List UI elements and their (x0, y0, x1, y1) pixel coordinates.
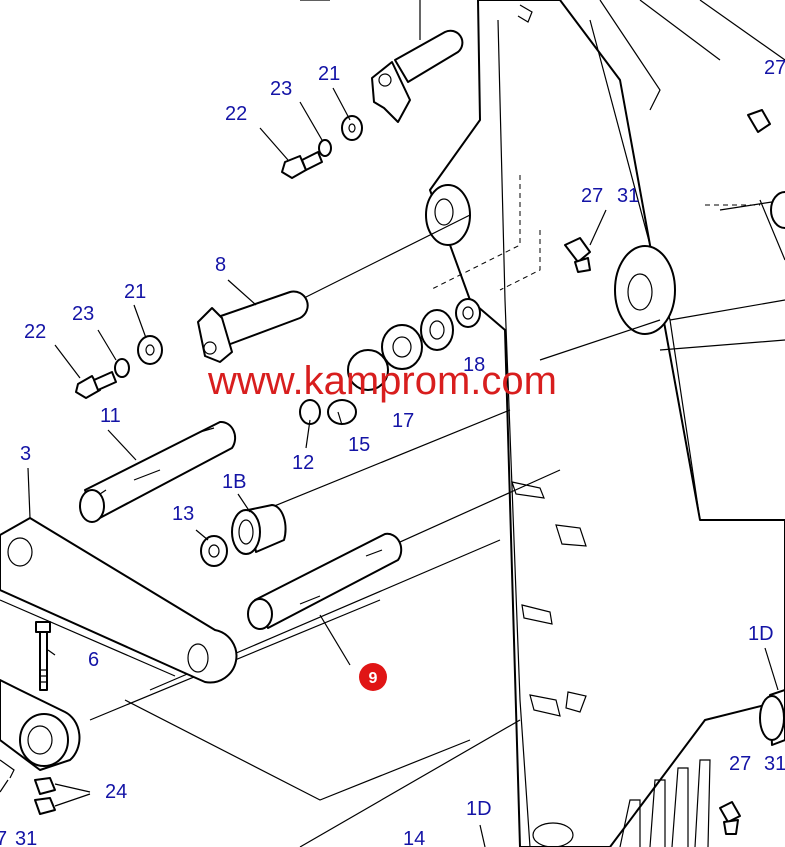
spacer-stack (299, 298, 481, 425)
label-23-middle: 23 (72, 303, 94, 325)
label-18: 18 (463, 354, 485, 376)
label-17: 17 (392, 410, 414, 432)
label-1d-bottom: 1D (466, 798, 492, 820)
label-31-bottom-left: 31 (15, 828, 37, 847)
link-arm-lower (0, 679, 81, 771)
bushing-1b (200, 504, 287, 567)
label-1d-right: 1D (748, 623, 774, 645)
label-22-middle: 22 (24, 321, 46, 343)
label-21-upper: 21 (318, 63, 340, 85)
grease-fittings (564, 109, 771, 835)
bolt-6 (35, 621, 51, 691)
label-31-boom: 31 (617, 185, 639, 207)
label-27-top-right: 27 (764, 57, 785, 79)
badge-label: 9 (369, 670, 378, 687)
label-12: 12 (292, 452, 314, 474)
label-3: 3 (20, 443, 31, 465)
nuts-24 (0, 759, 56, 815)
callout-labels: 27 21 23 22 27 31 8 21 23 22 18 11 17 15… (0, 57, 785, 847)
label-27-boom: 27 (581, 185, 603, 207)
label-13: 13 (172, 503, 194, 525)
label-11: 11 (100, 405, 121, 427)
bolt-set-upper (281, 115, 363, 179)
badge-circle (359, 663, 387, 691)
label-14: 14 (403, 828, 425, 847)
label-23-upper: 23 (270, 78, 292, 100)
label-27-lower-right: 27 (729, 753, 751, 775)
boom-arm (425, 0, 785, 847)
label-21-middle: 21 (124, 281, 146, 303)
pin-upper (371, 4, 533, 123)
pin-9 (247, 532, 403, 630)
pin-8 (197, 290, 309, 363)
label-27-bottom-left: 7 (0, 828, 7, 847)
link-arm-3 (0, 517, 238, 684)
label-6: 6 (88, 649, 99, 671)
label-24: 24 (105, 781, 127, 803)
watermark: www.kamprom.com (207, 359, 557, 403)
highlight-badge: 9 (359, 663, 387, 691)
label-1b: 1B (222, 471, 246, 493)
bushing-1d (759, 689, 785, 746)
label-31-lower-right: 31 (764, 753, 785, 775)
bolt-set-middle (75, 335, 163, 399)
label-8: 8 (215, 254, 226, 276)
leader-lines (0, 87, 779, 847)
pin-11 (79, 420, 237, 523)
label-15: 15 (348, 434, 370, 456)
label-22-upper: 22 (225, 103, 247, 125)
